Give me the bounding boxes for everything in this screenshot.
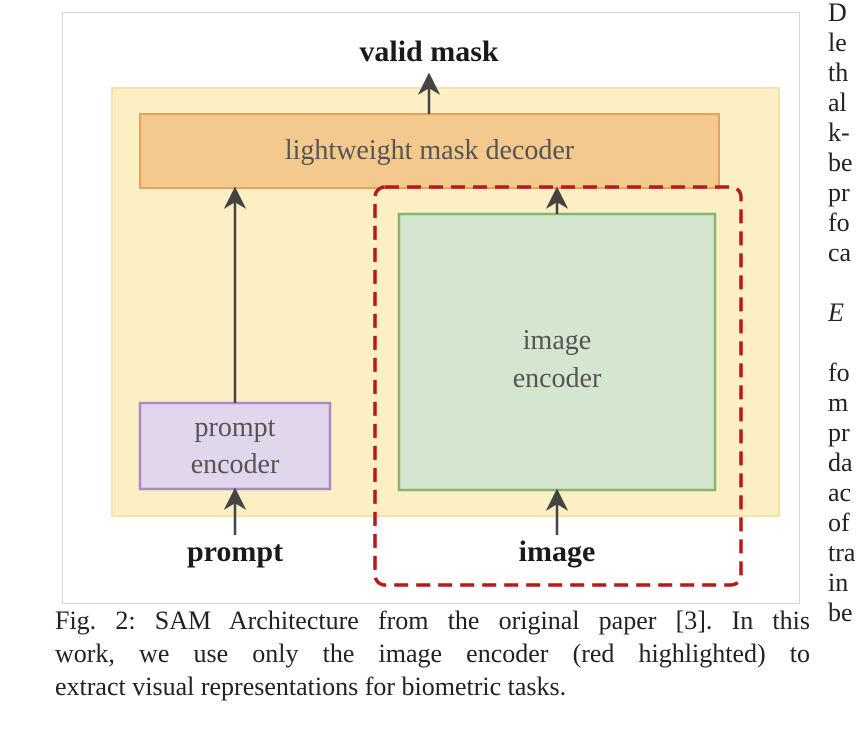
side-line: m: [828, 388, 849, 417]
architecture-diagram: [111, 72, 780, 587]
side-line: pr: [828, 178, 850, 207]
image-encoder-label-line2: encoder: [512, 363, 602, 394]
side-line: fo: [828, 358, 850, 387]
caption-line-2: work, we use only the image encoder (red…: [55, 639, 810, 668]
prompt-encoder-label-line2: encoder: [190, 449, 280, 480]
side-line: al: [828, 88, 847, 117]
side-line: pr: [828, 418, 850, 447]
prompt-encoder-label-line1: prompt: [194, 412, 276, 443]
side-line: ac: [828, 478, 852, 507]
image-input-label: image: [518, 535, 596, 568]
side-line: k-: [828, 118, 850, 147]
figure-frame: valid mask lightweight mask decoder imag…: [62, 12, 800, 604]
side-line: th: [828, 58, 849, 87]
prompt-input-label: prompt: [186, 535, 284, 568]
side-line: E: [828, 298, 844, 327]
image-encoder-highlight: [373, 185, 743, 587]
image-encoder-label-line1: image: [522, 325, 592, 356]
prompt-encoder-box: [138, 401, 332, 491]
side-line: fo: [828, 208, 850, 237]
side-line: be: [828, 598, 853, 627]
valid-mask-label: valid mask: [359, 35, 499, 68]
caption-line-3: extract visual representations for biome…: [55, 672, 567, 701]
side-line: da: [828, 448, 853, 477]
mask-decoder-label: lightweight mask decoder: [284, 135, 575, 166]
side-line: in: [828, 568, 849, 597]
caption-line-1: Fig. 2: SAM Architecture from the origin…: [55, 606, 810, 635]
adjacent-column-text: D le th al k- be pr fo ca E fo m pr da a…: [828, 0, 864, 741]
side-line: of: [828, 508, 850, 537]
mask-decoder-box: [139, 113, 720, 189]
side-line: le: [828, 28, 847, 57]
side-line: tra: [828, 538, 856, 567]
side-line: D: [828, 0, 847, 27]
side-line: be: [828, 148, 853, 177]
figure-caption: Fig. 2: SAM Architecture from the origin…: [55, 604, 810, 703]
side-line: ca: [828, 238, 852, 267]
